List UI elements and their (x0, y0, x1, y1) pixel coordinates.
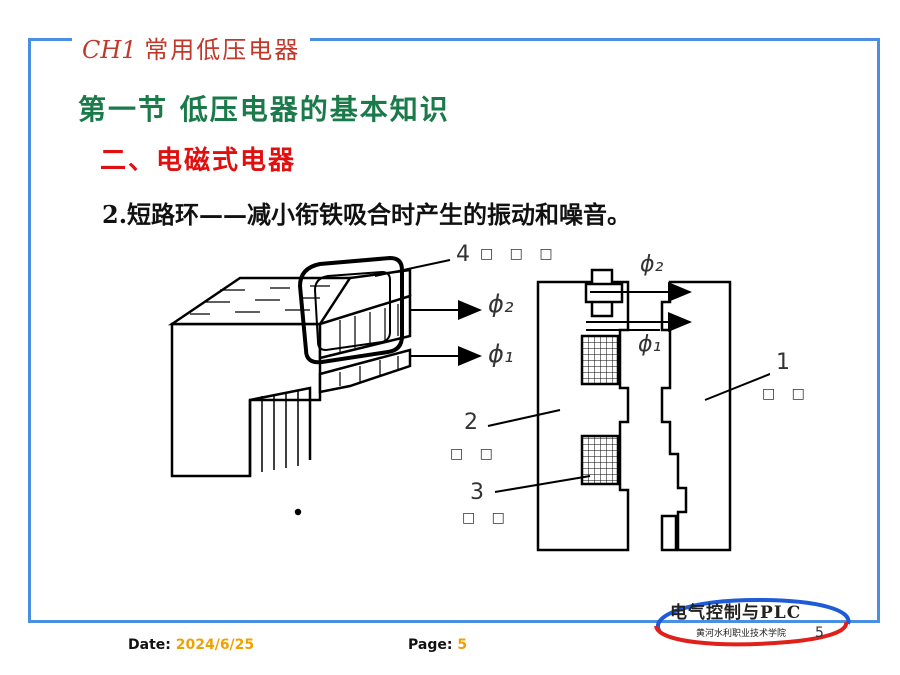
slide-frame (28, 38, 880, 623)
leader-2 (487, 409, 561, 427)
chapter-code: CH1 (82, 36, 137, 64)
core-section-drawing (536, 268, 732, 552)
section-title: 第一节 低压电器的基本知识 (78, 93, 450, 126)
diagram-svg (167, 255, 781, 552)
frame-right-border (877, 38, 880, 623)
date-value: 2024/6/25 (175, 637, 255, 653)
frame-top-border (28, 38, 880, 41)
caption-4: □ □ □ (480, 246, 559, 262)
caption-1: □ □ (762, 386, 811, 402)
chapter-header: CH1 常用低压电器 (72, 30, 311, 65)
chapter-name: 常用低压电器 (144, 36, 301, 64)
electromagnet-diagram: 4 □ □ □ ϕ₂ ϕ₁ ϕ₂ ϕ₁ 1 □ □ 2 □ □ 3 □ □ (150, 240, 805, 574)
slide-number: 5 (815, 625, 824, 641)
label-phi2-left: ϕ₂ (488, 290, 514, 318)
core-3d-drawing (167, 255, 412, 516)
frame-bottom-border (28, 620, 880, 623)
date-label: Date: (128, 637, 171, 653)
course-logo: 电气控制与PLC 黄河水利职业技术学院 (648, 596, 853, 648)
label-1: 1 (776, 350, 790, 375)
point-text: 2.短路环——减小衔铁吸合时产生的振动和噪音。 (102, 200, 632, 229)
footer-date: Date: 2024/6/25 (128, 637, 254, 653)
label-phi1-right: ϕ₁ (638, 332, 662, 357)
label-phi1-left: ϕ₁ (488, 340, 514, 368)
page-label: Page: (408, 637, 453, 653)
logo-title: 电气控制与PLC (670, 603, 802, 623)
label-3: 3 (470, 480, 484, 505)
caption-2: □ □ (450, 446, 499, 462)
leader-3 (494, 475, 591, 493)
logo-swoosh-icon (654, 597, 851, 647)
frame-left-border (28, 38, 31, 623)
logo-subtitle: 黄河水利职业技术学院 (696, 629, 787, 639)
leader-1 (704, 369, 781, 401)
sub-title: 二、电磁式电器 (100, 146, 297, 176)
footer-page: Page: 5 (408, 637, 467, 653)
page-value: 5 (457, 637, 468, 653)
label-phi2-right: ϕ₂ (640, 252, 664, 277)
leader-4 (374, 259, 451, 277)
label-4: 4 (456, 242, 470, 267)
label-2: 2 (464, 410, 478, 435)
caption-3: □ □ (462, 510, 511, 526)
